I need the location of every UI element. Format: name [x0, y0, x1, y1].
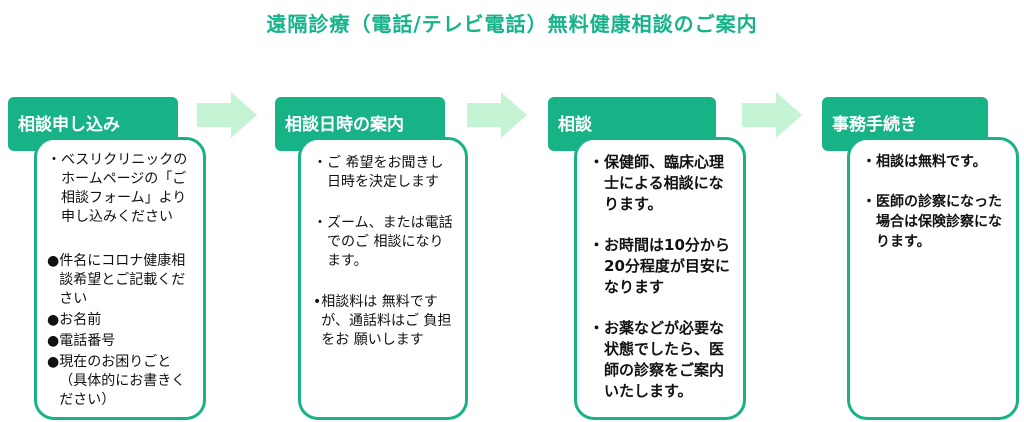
step-box-procedures: ・ 相談は無料です。 ・ 医師の診察になった場合は保険診察になります。 — [847, 137, 1019, 420]
list-item: ● お名前 — [47, 311, 193, 330]
bullet-mark: ・ — [47, 152, 61, 168]
list-item-text: 件名にコロナ健康相談希望とご記載ください — [59, 253, 186, 307]
bullet-mark: ● — [47, 253, 60, 269]
list-item: ・ ベスリクリニックのホームページの「ご相談フォーム」より申し込みください — [47, 151, 193, 227]
step-header-label: 相談日時の案内 — [285, 115, 404, 135]
bullet-mark: ● — [47, 354, 60, 370]
list-item: ● 件名にコロナ健康相談希望とご記載ください — [47, 252, 193, 309]
list-item: ・ 保健師、臨床心理士による相談になります。 — [589, 152, 733, 215]
bullet-mark: ・ — [862, 194, 876, 210]
step-header-label: 事務手続き — [832, 115, 917, 135]
list-item-text: お薬などが必要な状態でしたら、医師の診察をご案内いたします。 — [604, 319, 725, 400]
bullet-mark: ● — [47, 333, 60, 349]
list-item: ・ お時間は10分から20分程度が目安になります — [589, 235, 733, 298]
arrow-right-icon — [197, 92, 257, 138]
step-header-label: 相談 — [558, 115, 592, 135]
bullet-mark: ・ — [313, 215, 327, 231]
list-item-text: 相談は無料です。 — [876, 154, 987, 170]
bullet-mark: ● — [47, 312, 60, 328]
bullet-mark: ・ — [589, 236, 605, 254]
step-header-label: 相談申し込み — [18, 115, 120, 135]
bullet-mark: • — [313, 294, 322, 310]
list-item-text: 相談料は 無料ですが、通話料はご 負担をお 願いします — [321, 294, 452, 348]
list-item-text: 保健師、臨床心理士による相談になります。 — [604, 153, 725, 213]
arrow-right-icon — [742, 92, 802, 138]
list-item: ・ 相談は無料です。 — [862, 152, 1006, 172]
step-box-application: ・ ベスリクリニックのホームページの「ご相談フォーム」より申し込みください ● … — [34, 137, 206, 420]
list-item: ・ お薬などが必要な状態でしたら、医師の診察をご案内いたします。 — [589, 318, 733, 402]
list-item-text: 電話番号 — [59, 333, 116, 349]
bullet-mark: ・ — [589, 153, 605, 171]
list-item: ・ 医師の診察になった場合は保険診察になります。 — [862, 192, 1006, 252]
page-title: 遠隔診療（電話/テレビ電話）無料健康相談のご案内 — [266, 12, 758, 36]
bullet-mark: ・ — [313, 155, 327, 171]
bullet-mark: ・ — [862, 154, 876, 170]
list-item: • 相談料は 無料ですが、通話料はご 負担をお 願いします — [313, 293, 455, 350]
list-item: ● 現在のお困りごと（具体的にお書きください） — [47, 353, 193, 410]
list-item: ● 電話番号 — [47, 332, 193, 351]
step-box-schedule: ・ ご 希望をお聞きし日時を決定します ・ ズーム、または電話でのご 相談になり… — [298, 137, 468, 420]
arrow-right-icon — [467, 92, 527, 138]
step-box-consultation: ・ 保健師、臨床心理士による相談になります。 ・ お時間は10分から20分程度が… — [574, 137, 746, 420]
list-item-text: お時間は10分から20分程度が目安になります — [604, 236, 730, 296]
list-item-text: ベスリクリニックのホームページの「ご相談フォーム」より申し込みください — [61, 152, 188, 225]
list-item-text: お名前 — [59, 312, 102, 328]
list-item-text: ズーム、または電話でのご 相談になります。 — [327, 215, 453, 269]
list-item: ・ ズーム、または電話でのご 相談になります。 — [313, 214, 455, 271]
list-item-text: 現在のお困りごと（具体的にお書きください） — [59, 354, 186, 408]
list-item: ・ ご 希望をお聞きし日時を決定します — [313, 154, 455, 192]
list-item-text: 医師の診察になった場合は保険診察になります。 — [876, 194, 1002, 250]
list-item-text: ご 希望をお聞きし日時を決定します — [327, 155, 444, 190]
bullet-mark: ・ — [589, 319, 605, 337]
